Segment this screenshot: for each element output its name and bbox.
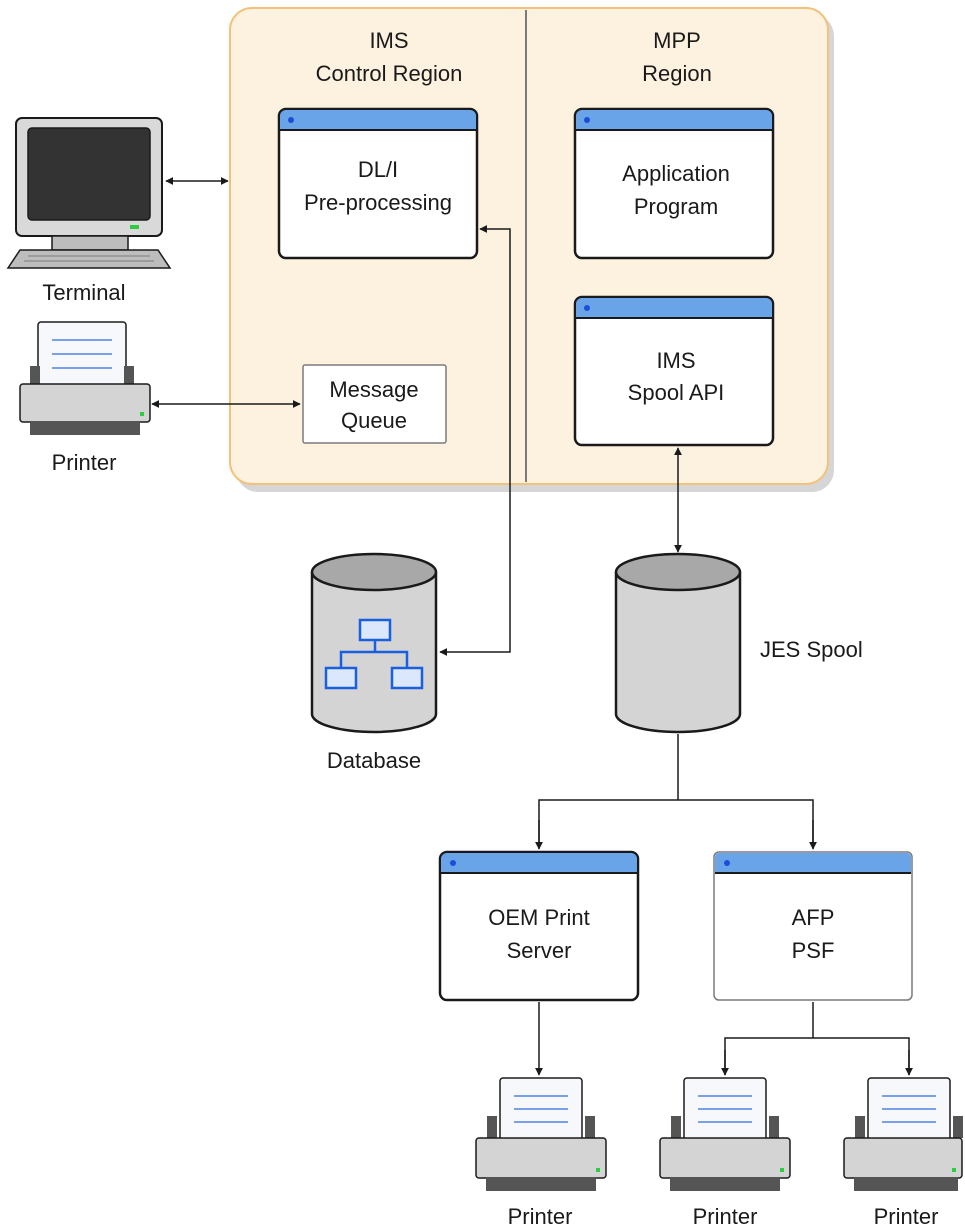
app-box-line2: Program <box>634 194 718 219</box>
afp-psf-box: AFP PSF <box>713 851 913 1001</box>
afp-box-line2: PSF <box>792 938 835 963</box>
dli-preprocessing-box: DL/I Pre-processing <box>277 107 479 260</box>
control-region-title-line2: Control Region <box>316 61 463 86</box>
printer-afp2-label: Printer <box>874 1204 939 1229</box>
database-label: Database <box>327 748 421 773</box>
printer-icon <box>843 1077 963 1191</box>
ims-spool-api-box: IMS Spool API <box>573 295 775 447</box>
printer-icon <box>659 1077 791 1191</box>
spool-api-line2: Spool API <box>628 380 725 405</box>
printer-icon <box>19 321 151 435</box>
dli-box-line1: DL/I <box>358 157 398 182</box>
printer-left-label: Printer <box>52 450 117 475</box>
connectors <box>151 177 913 1076</box>
jes-spool-label: JES Spool <box>760 637 863 662</box>
message-queue-line1: Message <box>329 377 418 402</box>
terminal-icon <box>6 117 172 269</box>
printer-afp1-label: Printer <box>693 1204 758 1229</box>
jes-spool-icon <box>614 552 742 734</box>
jes-branch <box>538 799 814 848</box>
printer-icon <box>475 1077 607 1191</box>
control-region-title-line1: IMS <box>369 28 408 53</box>
app-box-line1: Application <box>622 161 730 186</box>
mpp-region-title-line2: Region <box>642 61 712 86</box>
printer-oem-label: Printer <box>508 1204 573 1229</box>
message-queue-box: Message Queue <box>302 364 447 444</box>
afp-box-line1: AFP <box>792 905 835 930</box>
spool-api-line1: IMS <box>656 348 695 373</box>
mpp-region-title-line1: MPP <box>653 28 701 53</box>
hierarchy-icon <box>324 618 424 690</box>
application-program-box: Application Program <box>573 107 775 260</box>
oem-box-line1: OEM Print <box>488 905 589 930</box>
message-queue-line2: Queue <box>341 408 407 433</box>
oem-print-server-box: OEM Print Server <box>438 850 640 1002</box>
afp-branch <box>724 1037 910 1075</box>
dli-database-connector <box>439 225 511 656</box>
oem-box-line2: Server <box>507 938 572 963</box>
database-icon <box>310 552 438 734</box>
dli-box-line2: Pre-processing <box>304 190 452 215</box>
terminal-label: Terminal <box>42 280 125 305</box>
